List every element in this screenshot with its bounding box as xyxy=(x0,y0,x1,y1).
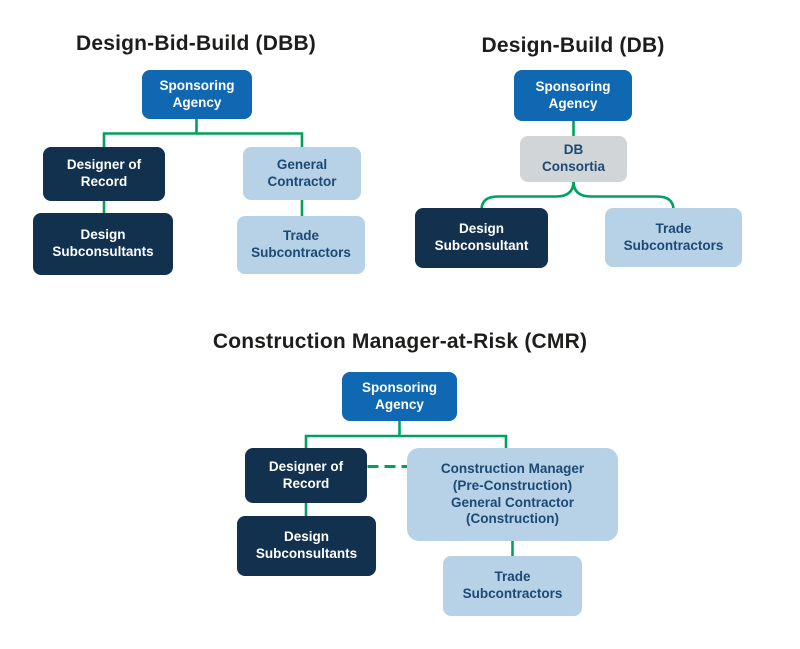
db-node-db-consortia: DB Consortia xyxy=(520,136,627,182)
cmr-node-construction-manager: Construction Manager (Pre-Construction) … xyxy=(407,448,618,541)
dbb-node-trade-subcontractors: Trade Subcontractors xyxy=(237,216,365,274)
node-label: General Contractor xyxy=(267,156,337,189)
db-title: Design-Build (DB) xyxy=(481,34,665,57)
db-node-trade-subcontractors: Trade Subcontractors xyxy=(605,208,742,267)
node-label: Design Subconsultants xyxy=(52,227,154,259)
dbb-node-designer-of-record: Designer of Record xyxy=(43,147,165,201)
db-edge-consortia-to-design-subconsultant xyxy=(480,181,575,211)
node-label: Designer of Record xyxy=(66,157,142,189)
dbb-node-sponsoring-agency: Sponsoring Agency xyxy=(142,70,252,119)
cmr-title: Construction Manager-at-Risk (CMR) xyxy=(212,330,588,353)
cmr-edge-branch-bar xyxy=(304,434,508,449)
db-edge-consortia-to-trade-subcontractors xyxy=(572,181,675,211)
dbb-node-design-subconsultants: Design Subconsultants xyxy=(33,213,173,275)
node-label: Design Subconsultant xyxy=(434,221,529,253)
node-label: Trade Subcontractors xyxy=(251,228,351,260)
dbb-node-general-contractor: General Contractor xyxy=(243,147,361,200)
node-label: Trade Subcontractors xyxy=(462,569,563,601)
cmr-node-trade-subcontractors: Trade Subcontractors xyxy=(443,556,582,616)
node-label: Design Subconsultants xyxy=(255,529,358,561)
dbb-title: Design-Bid-Build (DBB) xyxy=(75,32,317,55)
db-node-design-subconsultant: Design Subconsultant xyxy=(415,208,548,268)
node-label: Designer of Record xyxy=(268,458,344,491)
node-label: Sponsoring Agency xyxy=(362,379,437,412)
node-label: Construction Manager (Pre-Construction) … xyxy=(440,461,585,527)
cmr-node-design-subconsultants: Design Subconsultants xyxy=(237,516,376,576)
node-label: DB Consortia xyxy=(541,142,605,174)
cmr-node-sponsoring-agency: Sponsoring Agency xyxy=(342,372,457,421)
db-node-sponsoring-agency: Sponsoring Agency xyxy=(514,70,632,121)
node-label: Trade Subcontractors xyxy=(623,220,724,253)
dbb-edge-branch-bar xyxy=(102,132,304,148)
node-label: Sponsoring Agency xyxy=(535,78,611,111)
cmr-node-designer-of-record: Designer of Record xyxy=(245,448,367,503)
node-label: Sponsoring Agency xyxy=(159,77,235,110)
